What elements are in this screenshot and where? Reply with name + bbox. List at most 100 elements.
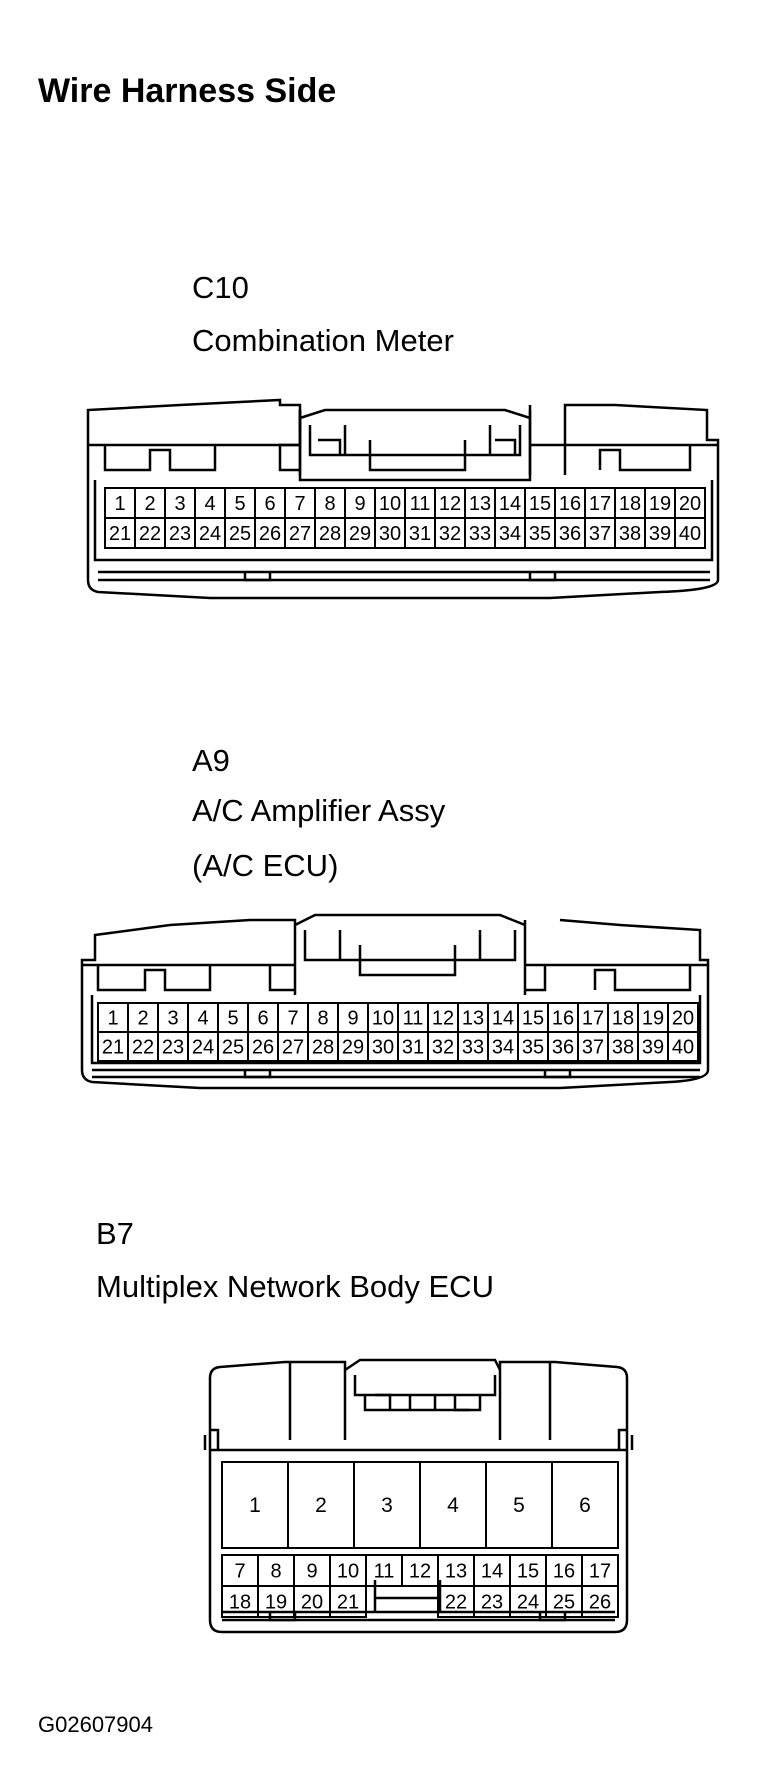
c10-pin-4: 4: [204, 493, 215, 515]
a9-connector-subname: (A/C ECU): [192, 848, 339, 883]
a9-pin-16: 16: [552, 1008, 574, 1030]
c10-pin-3: 3: [174, 493, 185, 515]
b7-pin-19: 19: [265, 1592, 287, 1614]
b7-pin-7: 7: [234, 1561, 245, 1583]
a9-pin-40-cell: [667, 1031, 699, 1062]
c10-connector-code: C10: [192, 270, 249, 305]
a9-pin-14: 14: [492, 1008, 514, 1030]
c10-pin-39: 39: [649, 523, 671, 545]
a9-pin-24: 24: [192, 1037, 214, 1059]
b7-pin-14: 14: [481, 1561, 503, 1583]
b7-connector-housing: [203, 1358, 634, 1634]
c10-pin-9: 9: [354, 493, 365, 515]
c10-pin-14: 14: [499, 493, 521, 515]
c10-pin-28: 28: [319, 523, 341, 545]
a9-pin-12: 12: [432, 1008, 454, 1030]
b7-pin-4: 4: [447, 1494, 459, 1517]
c10-pin-24: 24: [199, 523, 221, 545]
c10-pin-22: 22: [139, 523, 161, 545]
b7-pin-17: 17: [589, 1561, 611, 1583]
b7-pin-18: 18: [229, 1592, 251, 1614]
a9-pin-2: 2: [137, 1008, 148, 1030]
a9-pin-8: 8: [317, 1008, 328, 1030]
a9-pin-23: 23: [162, 1037, 184, 1059]
a9-pin-1: 1: [107, 1008, 118, 1030]
b7-pin-26-cell: [581, 1585, 619, 1618]
c10-pin-38: 38: [619, 523, 641, 545]
a9-pin-28: 28: [312, 1037, 334, 1059]
c10-pin-27: 27: [289, 523, 311, 545]
a9-pin-37: 37: [582, 1037, 604, 1059]
a9-pin-5: 5: [227, 1008, 238, 1030]
c10-pin-7: 7: [294, 493, 305, 515]
c10-pin-1: 1: [114, 493, 125, 515]
c10-pin-40: 40: [679, 523, 701, 545]
c10-pin-12: 12: [439, 493, 461, 515]
a9-pin-25: 25: [222, 1037, 244, 1059]
b7-pin-20: 20: [301, 1592, 323, 1614]
c10-pin-2: 2: [144, 493, 155, 515]
a9-pin-3: 3: [167, 1008, 178, 1030]
b7-pin-21-cell: [329, 1585, 367, 1618]
c10-pin-25: 25: [229, 523, 251, 545]
b7-pin-3: 3: [381, 1494, 393, 1517]
a9-pin-10: 10: [372, 1008, 394, 1030]
b7-pin-21: 21: [337, 1592, 359, 1614]
c10-pin-34: 34: [499, 523, 521, 545]
c10-pin-21: 21: [109, 523, 131, 545]
a9-pin-36: 36: [552, 1037, 574, 1059]
c10-pin-32: 32: [439, 523, 461, 545]
b7-connector-name: Multiplex Network Body ECU: [96, 1269, 494, 1304]
a9-pin-19: 19: [642, 1008, 664, 1030]
a9-pin-40: 40: [672, 1037, 694, 1059]
c10-pin-6: 6: [264, 493, 275, 515]
a9-pin-27: 27: [282, 1037, 304, 1059]
c10-pin-13: 13: [469, 493, 491, 515]
c10-pin-17: 17: [589, 493, 611, 515]
b7-pin-9: 9: [306, 1561, 317, 1583]
c10-pin-18: 18: [619, 493, 641, 515]
c10-pin-5: 5: [234, 493, 245, 515]
b7-pin-11: 11: [374, 1561, 395, 1583]
b7-pin-8: 8: [270, 1561, 281, 1583]
a9-pin-6: 6: [257, 1008, 268, 1030]
b7-pin-13: 13: [445, 1561, 467, 1583]
c10-pin-16: 16: [559, 493, 581, 515]
a9-pin-7: 7: [287, 1008, 298, 1030]
c10-pin-35: 35: [529, 523, 551, 545]
figure-id: G02607904: [38, 1712, 153, 1737]
b7-pin-2: 2: [315, 1494, 327, 1517]
b7-connector-code: B7: [96, 1216, 134, 1251]
a9-pin-15: 15: [522, 1008, 544, 1030]
c10-connector-name: Combination Meter: [192, 323, 454, 358]
a9-pin-38: 38: [612, 1037, 634, 1059]
c10-pin-8: 8: [324, 493, 335, 515]
a9-pin-18: 18: [612, 1008, 634, 1030]
b7-pin-5: 5: [513, 1494, 525, 1517]
b7-pin-12: 12: [409, 1561, 431, 1583]
a9-pin-22: 22: [132, 1037, 154, 1059]
a9-pin-20: 20: [672, 1008, 694, 1030]
c10-pin-23: 23: [169, 523, 191, 545]
b7-pin-24: 24: [517, 1592, 539, 1614]
a9-pin-4: 4: [197, 1008, 208, 1030]
c10-pin-10: 10: [379, 493, 401, 515]
b7-pin-1: 1: [249, 1494, 261, 1517]
b7-pin-22: 22: [445, 1592, 467, 1614]
c10-pin-26: 26: [259, 523, 281, 545]
a9-pin-29: 29: [342, 1037, 364, 1059]
c10-pin-37: 37: [589, 523, 611, 545]
b7-pin-10: 10: [337, 1561, 359, 1583]
a9-pin-21: 21: [102, 1037, 124, 1059]
c10-pin-31: 31: [409, 523, 431, 545]
b7-pin-26: 26: [589, 1592, 611, 1614]
c10-pin-29: 29: [349, 523, 371, 545]
a9-pin-33: 33: [462, 1037, 484, 1059]
a9-connector-name: A/C Amplifier Assy: [192, 793, 446, 828]
a9-pin-31: 31: [402, 1037, 424, 1059]
b7-pin-23: 23: [481, 1592, 503, 1614]
